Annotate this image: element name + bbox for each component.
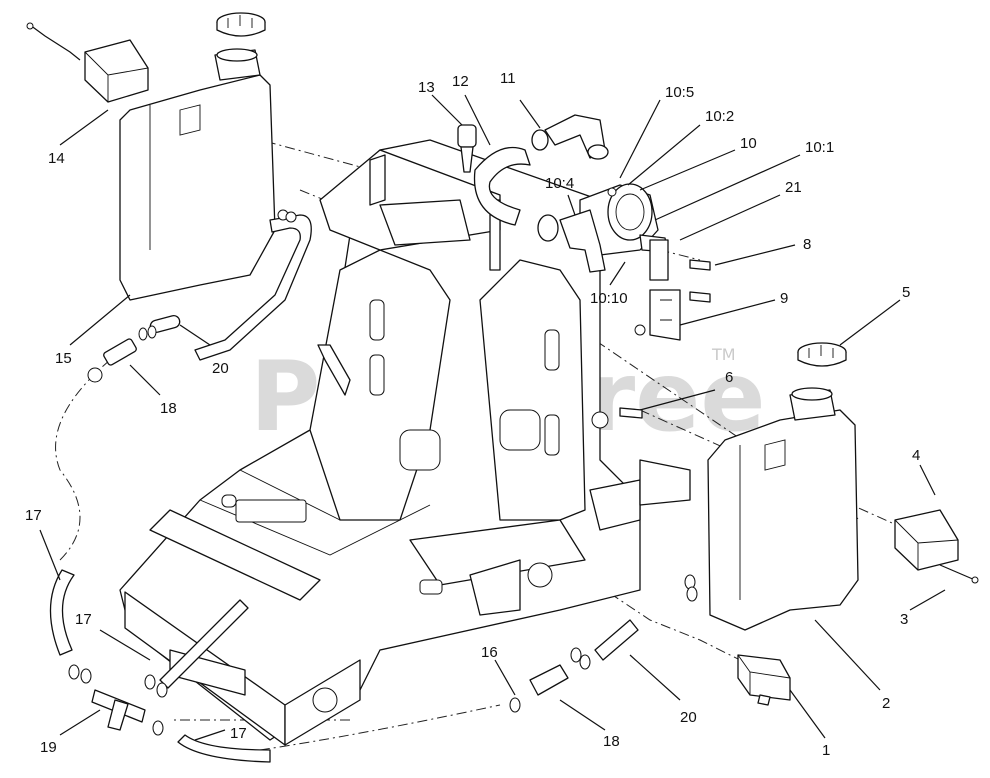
part-1-bracket <box>737 654 791 706</box>
part-8-bolt <box>689 259 711 303</box>
callout-8: 8 <box>803 236 811 253</box>
callout-3: 3 <box>900 611 908 628</box>
callout-20: 20 <box>680 709 697 726</box>
callout-4: 4 <box>912 447 920 464</box>
part-16-clamp <box>509 697 521 713</box>
part-5-right-tank-cap <box>797 342 847 367</box>
part-2-right-fuel-tank <box>707 387 859 631</box>
part-18-right-fitting <box>529 647 591 696</box>
callout-15: 15 <box>55 350 72 367</box>
callout-10-10: 10:10 <box>590 290 628 307</box>
callout-labels: 14 15 20 18 17 17 19 17 13 12 11 10:5 10… <box>25 70 920 759</box>
callout-10-4: 10:4 <box>545 175 574 192</box>
part-20-left-hose <box>138 315 181 341</box>
part-19-tee-fitting <box>68 664 164 736</box>
leader-lines <box>39 94 946 741</box>
part-18-left-fitting <box>87 338 137 383</box>
part-17-hose-middle <box>144 599 249 698</box>
part-4-bracket <box>894 509 959 571</box>
callout-9: 9 <box>780 290 788 307</box>
part-17-hose-bottom <box>177 734 271 763</box>
callout-1: 1 <box>822 742 830 759</box>
part-17-hose-left <box>49 569 75 656</box>
callout-17: 17 <box>25 507 42 524</box>
callout-10-2: 10:2 <box>705 108 734 125</box>
part-21-bracket <box>649 239 669 281</box>
callout-11: 11 <box>500 70 516 87</box>
callout-10-5: 10:5 <box>665 84 694 101</box>
callout-21: 21 <box>785 179 802 196</box>
callout-18: 18 <box>603 733 620 750</box>
callout-16: 16 <box>481 644 498 661</box>
callout-2: 2 <box>882 695 890 712</box>
part-20-right-hose <box>594 574 698 661</box>
part-13-handle <box>457 124 477 173</box>
part-14-bracket <box>26 22 149 103</box>
callout-5: 5 <box>902 284 910 301</box>
callout-18: 18 <box>160 400 177 417</box>
callout-10: 10 <box>740 135 757 152</box>
callout-19: 19 <box>40 739 57 756</box>
part-6-bolt <box>619 407 643 419</box>
callout-12: 12 <box>452 73 469 90</box>
callout-17: 17 <box>75 611 92 628</box>
watermark-trademark: TM <box>711 345 736 364</box>
part-15-left-fuel-tank <box>119 48 276 301</box>
callout-6: 6 <box>725 369 733 386</box>
callout-17: 17 <box>230 725 247 742</box>
part-12-air-hose <box>473 146 531 226</box>
part-10-air-cleaner <box>537 183 669 273</box>
callout-10-1: 10:1 <box>805 139 834 156</box>
left-tank-cap <box>216 12 266 37</box>
callout-14: 14 <box>48 150 65 167</box>
part-9-bracket <box>634 289 681 341</box>
callout-13: 13 <box>418 79 435 96</box>
part-11-elbow <box>531 114 609 160</box>
left-tank-hose <box>194 209 312 361</box>
part-3-rod <box>939 564 979 584</box>
callout-20: 20 <box>212 360 229 377</box>
chassis-frame <box>119 139 691 746</box>
